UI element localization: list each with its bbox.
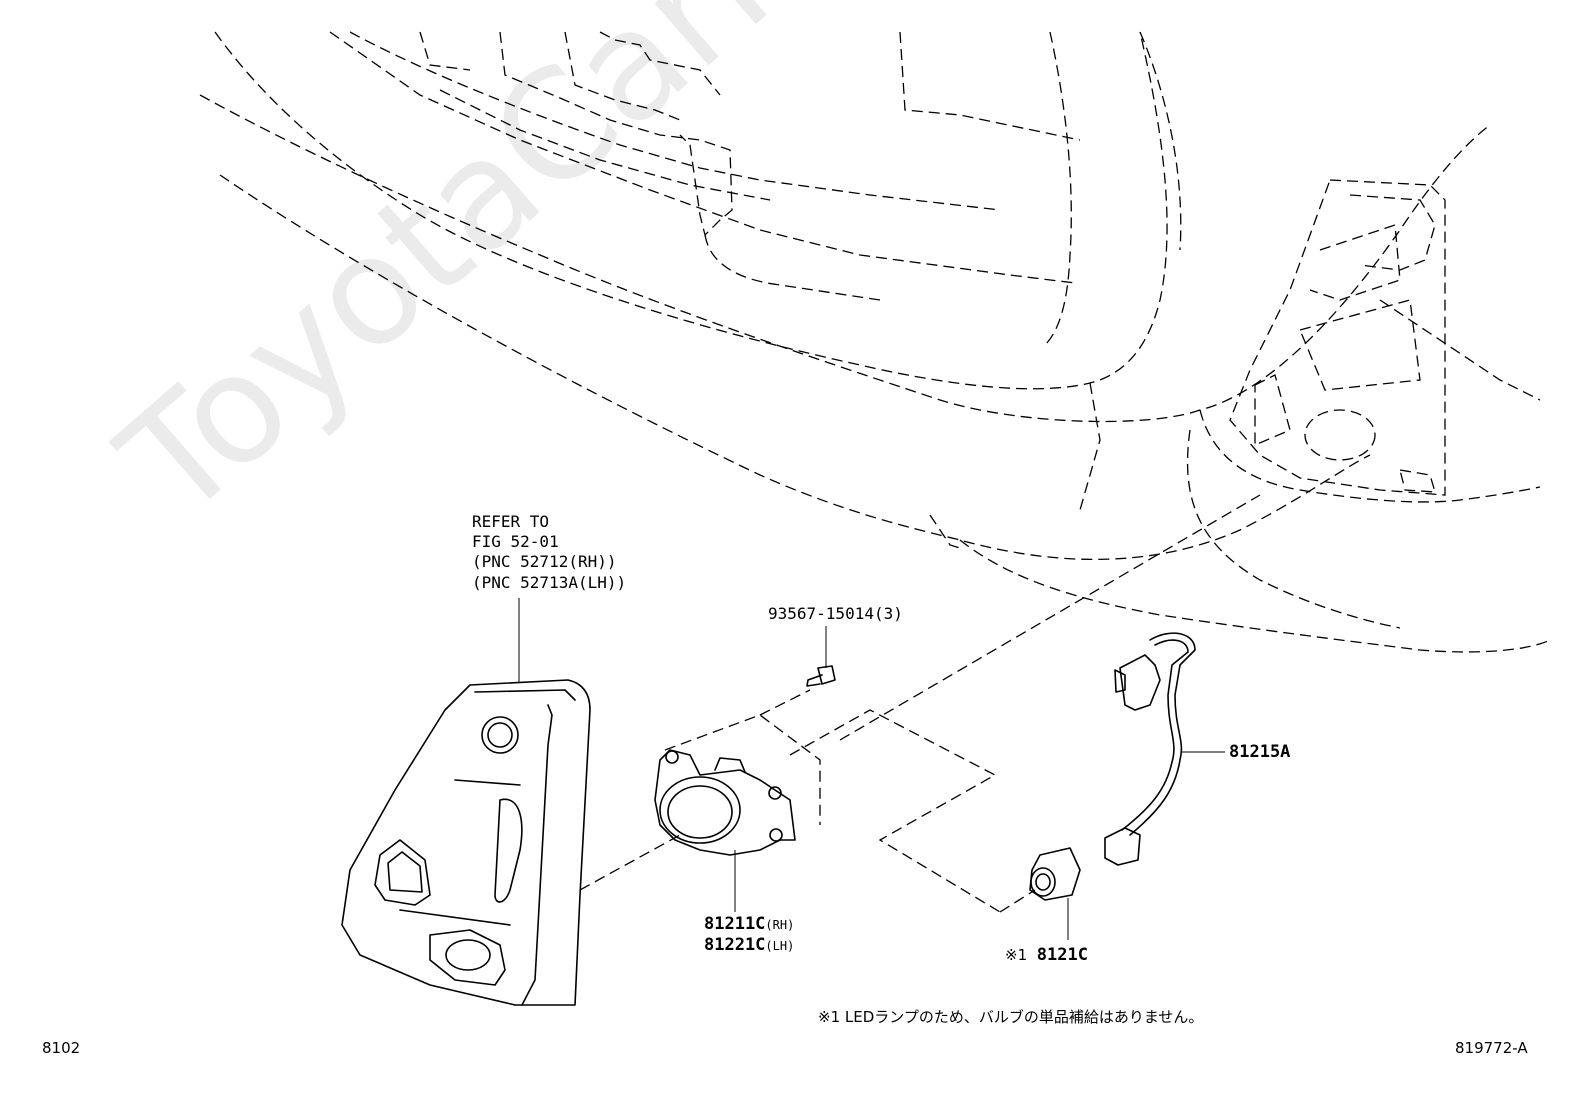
bumper-bracket-details (419, 31, 881, 301)
bulb-part-number: 8121C (1036, 945, 1088, 965)
fog-lamp-rh-label: 81211C(RH) (704, 913, 794, 936)
fog-lamp-lh-part-number: 81221C (704, 935, 766, 955)
harness-part-number: 81215A (1229, 742, 1291, 762)
vehicle-body-outline (199, 31, 1551, 653)
assembly-leader-lines (579, 494, 1261, 913)
refer-label-line-3: (PNC 52712(RH)) (472, 552, 617, 571)
fog-lamp-rh-part-number: 81211C (704, 914, 766, 934)
rear-lamp-housing (1229, 179, 1446, 496)
wire-harness-part (1104, 632, 1225, 866)
rear-combination-lamp (341, 679, 591, 1006)
fog-lamp-lh-side: (LH) (765, 939, 795, 953)
fog-lamp-lh-label: 81221C(LH) (704, 934, 794, 957)
screw-part (806, 626, 836, 687)
footnote: ※1 LEDランプのため、バルブの単品補給はありません。 (818, 1008, 1204, 1026)
led-bulb-part (1029, 847, 1081, 940)
fog-lamp-part (654, 749, 796, 912)
figure-code-right: 819772-A (1455, 1039, 1528, 1057)
refer-label-line-4: (PNC 52713A(LH)) (472, 573, 627, 592)
figure-code-left: 8102 (42, 1039, 81, 1057)
refer-label-line-2: FIG 52-01 (472, 532, 559, 551)
refer-label-line-1: REFER TO (472, 512, 550, 531)
screw-part-number: 93567-15014(3) (768, 604, 903, 623)
bulb-note-mark: ※1 (1005, 946, 1028, 964)
fog-lamp-rh-side: (RH) (765, 918, 795, 932)
bulb-label: ※1 8121C (1005, 944, 1088, 966)
